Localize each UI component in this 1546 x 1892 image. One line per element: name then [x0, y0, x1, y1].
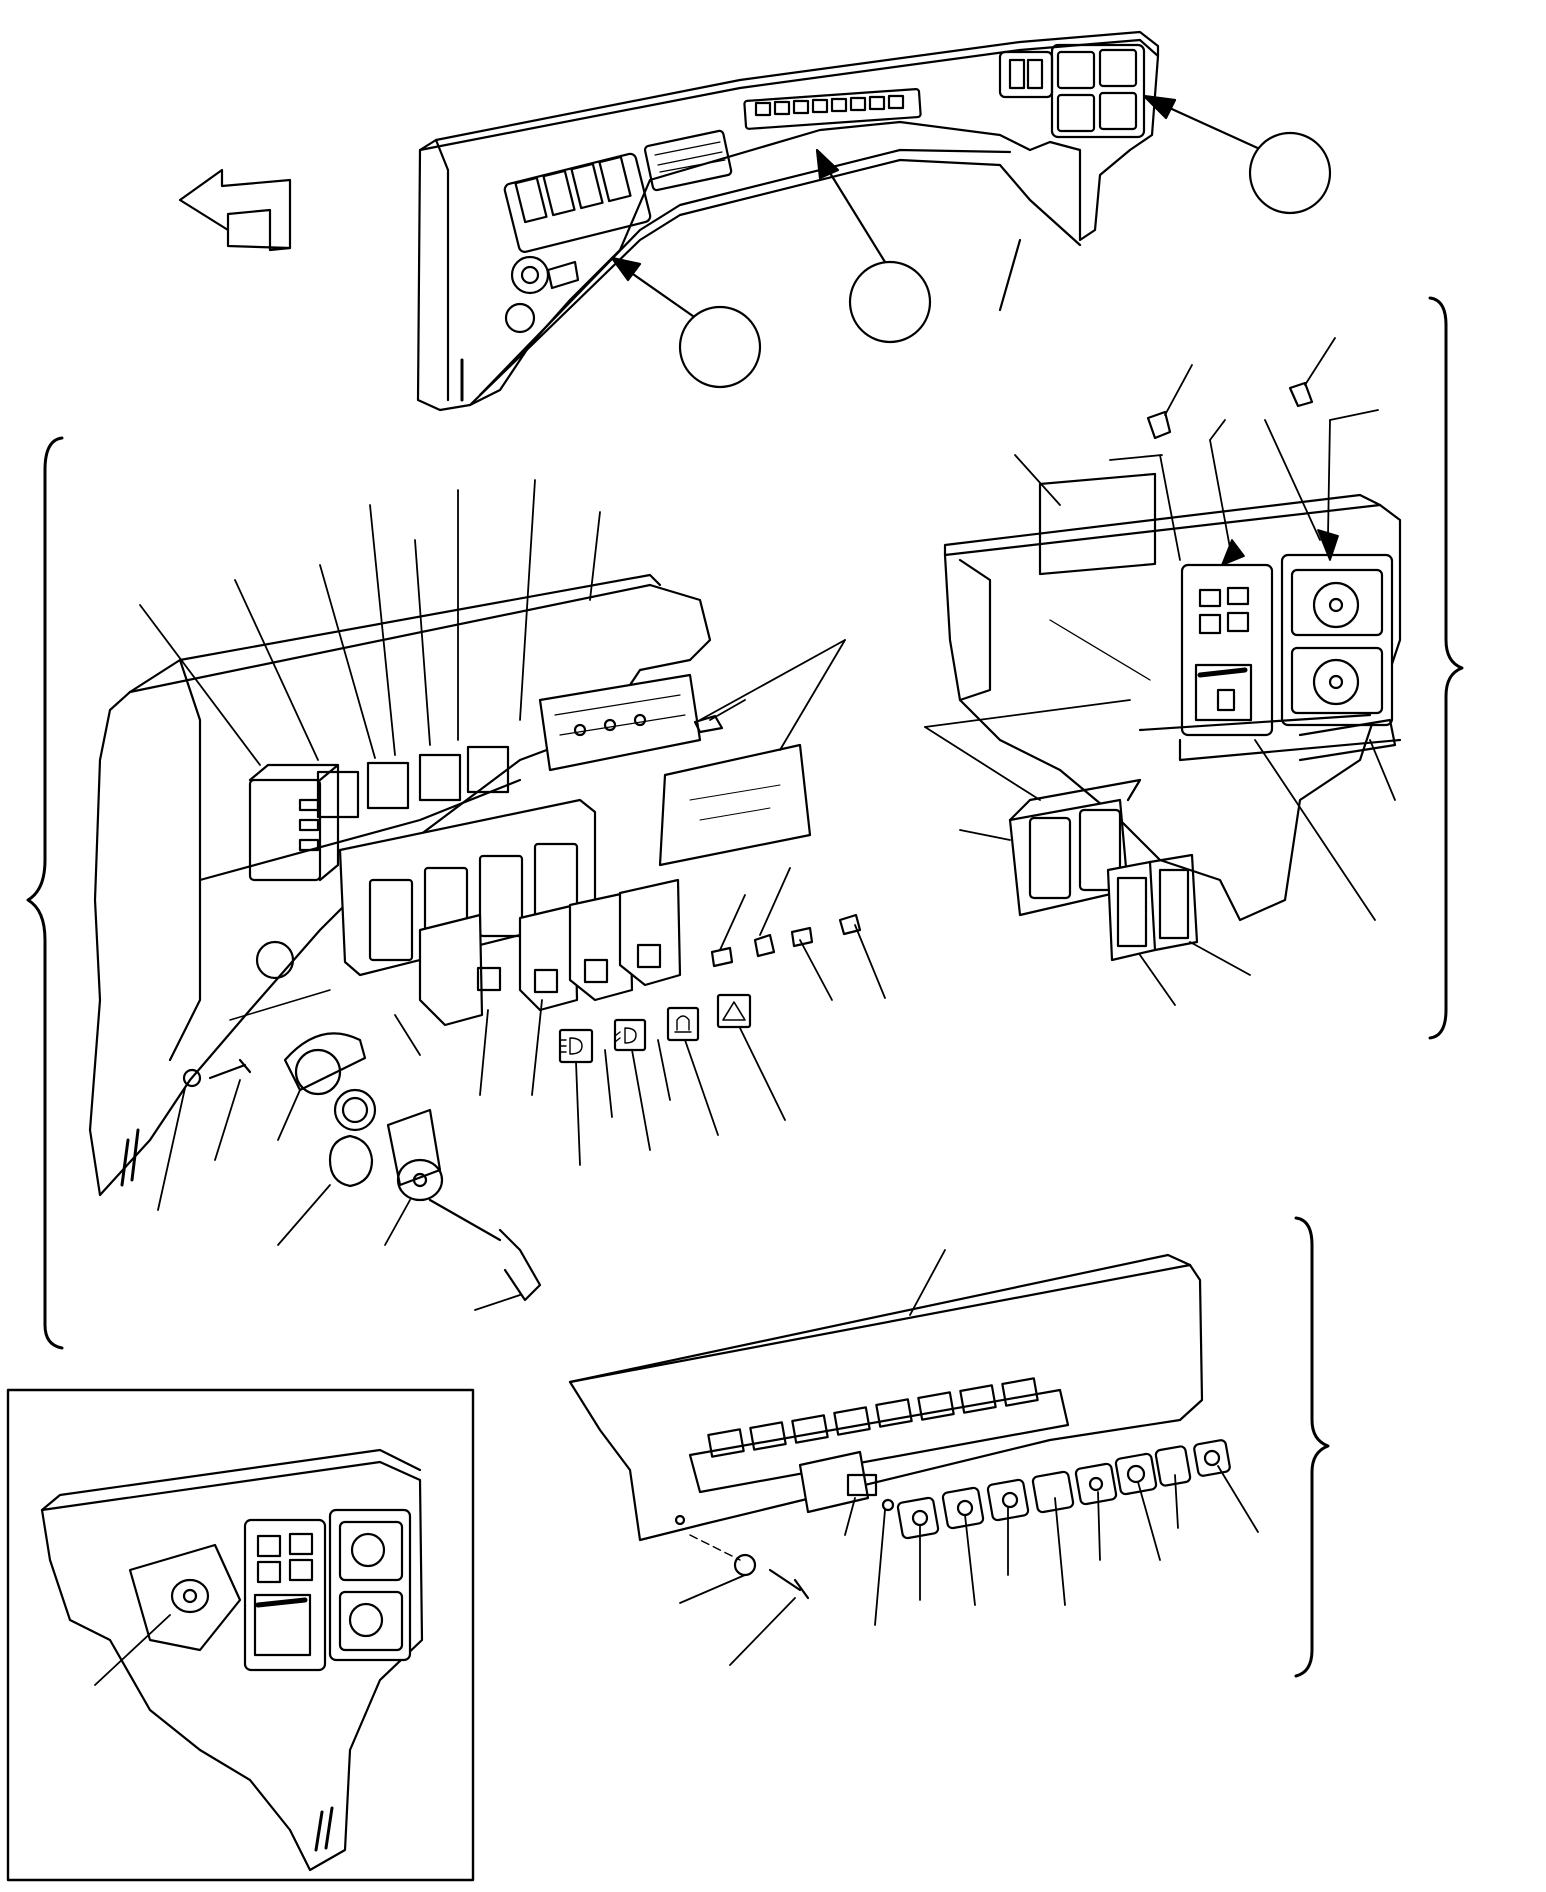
callout-right-panel — [1142, 94, 1332, 215]
rocker-switches — [418, 878, 682, 1027]
right-panel-leaders — [924, 337, 1396, 1006]
overview-center-strip — [743, 87, 922, 130]
left-view-brace — [26, 436, 64, 1350]
inset-detail — [6, 1388, 475, 1882]
center-panel-leaders — [679, 1249, 1259, 1666]
right-view-brace — [1428, 296, 1464, 1040]
overview-left-switches — [503, 152, 652, 253]
center-view-brace — [1294, 1216, 1330, 1678]
forward-direction-arrow — [178, 168, 292, 252]
headlight-symbol — [558, 1028, 594, 1064]
center-panel-exploded — [568, 1253, 1231, 1600]
left-panel-exploded — [88, 573, 862, 1302]
beacon-symbol — [666, 1006, 700, 1042]
right-panel-exploded — [943, 381, 1402, 962]
callout-center-panel — [815, 148, 932, 344]
low-beam-symbol — [613, 1018, 647, 1052]
left-panel-leaders — [139, 479, 886, 1311]
callout-left-panel — [610, 256, 762, 389]
overview-right-switches — [998, 43, 1146, 139]
leader-line — [998, 238, 1022, 312]
hazard-triangle-symbol — [716, 993, 752, 1029]
overview-dashboard — [416, 30, 1160, 412]
